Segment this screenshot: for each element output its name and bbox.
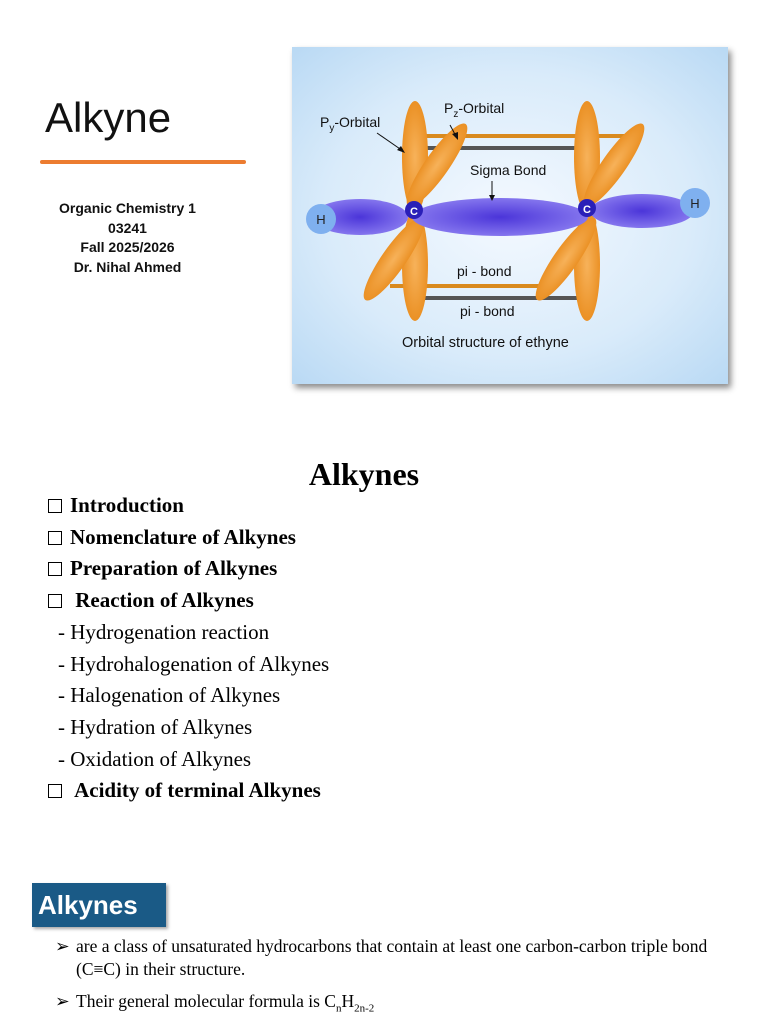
bullet-text: are a class of unsaturated hydrocarbons … [76, 936, 708, 979]
orbital-svg: H H C C Py-Orbital Pz-Orbital Sigma Bond… [306, 100, 710, 351]
pi-bond-label-top: pi - bond [457, 263, 511, 279]
carbon-right-label: C [583, 204, 591, 216]
toc-item: Nomenclature of Alkynes [48, 522, 329, 554]
pz-orbital-label: Pz-Orbital [444, 100, 504, 120]
arrow-bullet-icon: ➢ [55, 991, 70, 1011]
toc-subitem: - Hydrohalogenation of Alkynes [58, 651, 330, 676]
checkbox-icon [48, 562, 62, 577]
course-info: Organic Chemistry 1 03241 Fall 2025/2026… [30, 199, 225, 277]
toc-item: Acidity of terminal Alkynes [48, 775, 329, 807]
toc-subitem: - Hydrogenation reaction [58, 619, 270, 644]
right-ch-sigma-lobe [590, 194, 694, 228]
left-ch-sigma-lobe [312, 199, 408, 235]
hydrogen-atom-left [306, 204, 336, 234]
course-term: Fall 2025/2026 [80, 239, 175, 255]
carbon-atom-left [405, 201, 423, 219]
sigma-bond-label: Sigma Bond [470, 162, 546, 178]
py-label-arrow [376, 132, 404, 152]
formula-text: Their general molecular formula is CnH2n… [76, 991, 375, 1015]
checkbox-icon [48, 594, 62, 609]
sigma-arrow-head [489, 195, 495, 201]
toc-item-label: Acidity of terminal Alkynes [70, 778, 321, 803]
toc-subitem: - Halogenation of Alkynes [58, 683, 281, 708]
toc-subitem: - Hydration of Alkynes [58, 714, 253, 739]
right-pz-lobe-bottom [535, 217, 597, 301]
toc-item-label: Reaction of Alkynes [70, 588, 254, 613]
course-instructor: Dr. Nihal Ahmed [73, 258, 182, 275]
title-underline [40, 160, 246, 164]
toc-item: Preparation of Alkynes [48, 553, 329, 585]
ethyne-orbital-diagram: H H C C Py-Orbital Pz-Orbital Sigma Bond… [292, 47, 728, 384]
course-name: Organic Chemistry 1 [59, 200, 196, 216]
bullet-item: ➢ are a class of unsaturated hydrocarbon… [55, 935, 745, 981]
toc-item: Introduction [48, 490, 329, 522]
pz-arrow-head [452, 132, 458, 140]
py-arrow-head [397, 146, 405, 153]
carbon-left-label: C [410, 206, 418, 218]
toc-subitem: - Oxidation of Alkynes [58, 746, 252, 771]
toc-item-label: Nomenclature of Alkynes [70, 524, 296, 549]
checkbox-icon [48, 530, 62, 545]
definition-bullets: ➢ are a class of unsaturated hydrocarbon… [55, 935, 745, 1030]
toc-item: Reaction of Alkynes [48, 585, 329, 617]
pi-bond-label-bottom: pi - bond [460, 303, 514, 319]
left-pz-lobe-top [406, 123, 468, 207]
section-banner: Alkynes [32, 883, 166, 927]
toc-list: Introduction Nomenclature of Alkynes Pre… [48, 490, 329, 807]
toc-title: Alkynes [308, 456, 420, 492]
bullet-item: ➢ Their general molecular formula is CnH… [55, 990, 745, 1021]
checkbox-icon [48, 499, 62, 513]
cc-sigma-lobe [412, 198, 588, 236]
py-orbital-label: Py-Orbital [320, 114, 380, 134]
carbon-atom-right [578, 199, 596, 217]
toc-item-label: Introduction [70, 493, 184, 517]
left-pz-lobe-bottom [363, 217, 425, 301]
arrow-bullet-icon: ➢ [55, 936, 70, 956]
right-pz-lobe-top [583, 123, 645, 207]
course-code: 03241 [108, 219, 147, 236]
hydrogen-left-label: H [316, 212, 325, 227]
hydrogen-right-label: H [690, 196, 699, 211]
diagram-caption: Orbital structure of ethyne [402, 335, 569, 351]
checkbox-icon [48, 784, 62, 799]
hydrogen-atom-right [680, 188, 710, 218]
toc-item-label: Preparation of Alkynes [70, 556, 278, 581]
slide-title: Alkyne [45, 94, 172, 141]
